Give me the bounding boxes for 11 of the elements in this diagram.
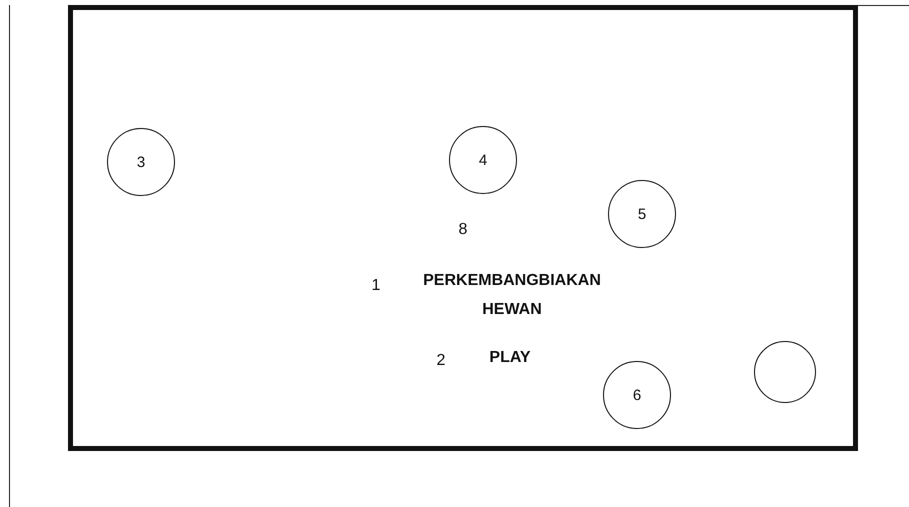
number-label: 8	[458, 220, 468, 240]
numbered-circle: 3	[107, 128, 175, 196]
circle-shape	[754, 341, 816, 403]
numbered-circle: 5	[608, 180, 676, 248]
number-label: 2	[436, 350, 446, 370]
number-label: 1	[370, 276, 382, 296]
title-text: PERKEMBANGBIAKAN HEWAN	[422, 271, 602, 320]
numbered-circle: 4	[449, 126, 517, 194]
frame-box	[68, 5, 858, 451]
numbered-circle: 6	[603, 361, 671, 429]
play-text: PLAY	[488, 348, 532, 368]
